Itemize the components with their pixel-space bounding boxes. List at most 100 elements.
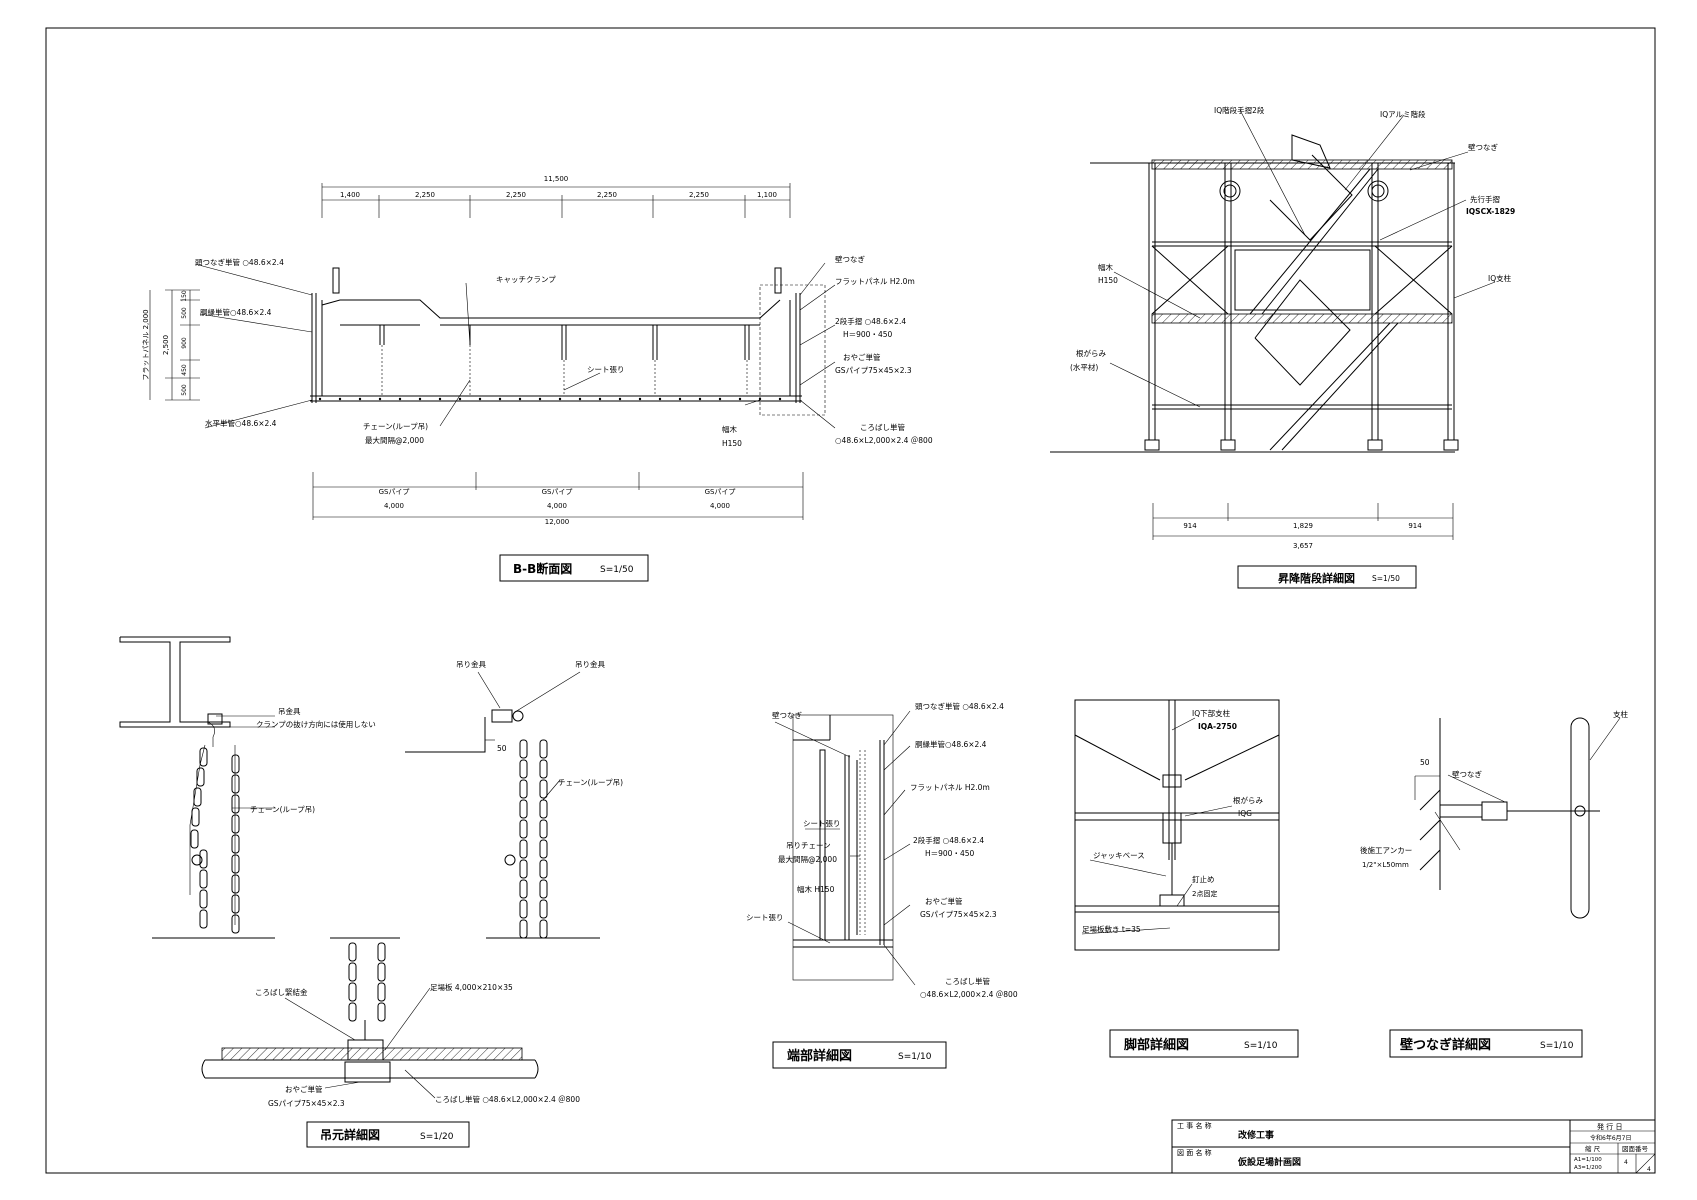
walltie-scale: S=1/10 — [1540, 1041, 1574, 1051]
stair-lbl-toe-board-h: H150 — [1098, 276, 1118, 285]
dim-total: 11,500 — [544, 175, 569, 183]
lbl-waist-pipe: 胴縁単管○48.6×2.4 — [200, 307, 272, 317]
hanger-lbl-joist: ころばし単管 ○48.6×L2,000×2.4 ＠800 — [435, 1094, 580, 1104]
lbl-handrail-h: H＝900・450 — [843, 330, 892, 339]
lbl-main-pipe: おやご単管 — [843, 352, 881, 362]
tb-number: 4 — [1624, 1159, 1628, 1166]
stair-title-box — [1237, 565, 1417, 589]
lbl-top-pipe: 頭つなぎ単管 ○48.6×2.4 — [195, 257, 284, 267]
lbl-toe-board: 幅木 — [722, 424, 737, 434]
dim-2500: 2,500 — [162, 335, 170, 355]
tb-scale2: A3=1/200 — [1574, 1165, 1602, 1171]
foot-lbl-nail-note: 2点固定 — [1192, 889, 1217, 898]
sheet-border — [45, 27, 1656, 1174]
foot-title: 脚部詳細図 — [1124, 1037, 1189, 1053]
hanger-title: 吊元詳細図 — [320, 1127, 380, 1142]
stair-view: IQ階段手摺2段 IQアルミ階段 壁つなぎ 先行手摺 IQSCX-1829 幅木… — [1050, 105, 1515, 589]
walltie-title: 壁つなぎ詳細図 — [1400, 1037, 1491, 1053]
hanger-lbl-chain2: チェーン(ループ吊) — [558, 778, 623, 787]
stair-dim-3: 914 — [1408, 522, 1422, 530]
lbl-wall-tie: 壁つなぎ — [835, 254, 865, 264]
tb-scale-label: 縮 尺 — [1585, 1144, 1601, 1153]
dim-500a: 500 — [181, 307, 188, 319]
foot-lbl-ledger: 根がらみ — [1233, 795, 1263, 805]
end-lbl-toe-board: 幅木 H150 — [797, 884, 835, 894]
tb-project: 改修工事 — [1238, 1129, 1274, 1141]
end-lbl-joist-spec: ○48.6×L2,000×2.4 ＠800 — [920, 990, 1018, 999]
hanger-lbl-chain1: チェーン(ループ吊) — [250, 805, 315, 814]
end-title: 端部詳細図 — [787, 1048, 852, 1064]
hanger-lbl-joist-fitting: ころばし緊結金 — [255, 987, 308, 997]
section-title: B-B断面図 — [513, 561, 572, 576]
stair-lbl-toe-board: 幅木 — [1098, 262, 1114, 272]
stair-dim-1: 914 — [1183, 522, 1197, 530]
dim-3: 2,250 — [506, 191, 526, 199]
dim-gs1: GSパイプ — [379, 488, 410, 496]
walltie-lbl-post: 支柱 — [1613, 709, 1629, 719]
dim-12000: 12,000 — [545, 518, 570, 526]
end-lbl-waist-pipe: 胴縁単管○48.6×2.4 — [915, 739, 987, 749]
dim-4: 2,250 — [597, 191, 617, 199]
hanger-lbl-50: 50 — [497, 744, 507, 753]
end-lbl-handrail-h: H＝900・450 — [925, 849, 974, 858]
end-view: 壁つなぎ 頭つなぎ単管 ○48.6×2.4 胴縁単管○48.6×2.4 フラット… — [746, 701, 1018, 1069]
end-lbl-top-pipe: 頭つなぎ単管 ○48.6×2.4 — [915, 701, 1004, 711]
tb-scale: A1=1/100 — [1574, 1157, 1602, 1163]
section-scale: S=1/50 — [600, 565, 634, 575]
end-lbl-gs-pipe: GSパイプ75×45×2.3 — [920, 910, 997, 919]
lbl-joist-spec: ○48.6×L2,000×2.4 ＠800 — [835, 436, 933, 445]
hanger-lbl-b: 吊り金具 — [575, 659, 605, 669]
tb-project-label: 工 事 名 称 — [1177, 1121, 1212, 1130]
section-view: 11,500 1,400 2,250 2,250 2,250 2,250 1,1… — [142, 175, 933, 582]
end-lbl-hang-chain: 吊りチェーン — [786, 841, 831, 850]
end-lbl-flat-panel: フラットパネル H2.0m — [910, 783, 990, 792]
foot-lbl-ledger-model: IQG — [1238, 809, 1252, 818]
tb-drawing-label: 図 面 名 称 — [1177, 1148, 1212, 1157]
stair-lbl-handrail2: IQ階段手摺2段 — [1214, 105, 1265, 115]
hanger-lbl-main-pipe: おやご単管 — [285, 1084, 323, 1094]
dim-500b: 500 — [181, 384, 188, 396]
foot-lbl-post: IQ下部支柱 — [1192, 708, 1231, 718]
foot-title-box — [1109, 1029, 1299, 1058]
dim-4000b: 4,000 — [547, 502, 567, 510]
foot-lbl-post-model: IQA-2750 — [1198, 722, 1237, 731]
dim-1: 1,400 — [340, 191, 360, 199]
dim-panel: フラットパネル 2,000 — [142, 309, 150, 380]
stair-lbl-post: IQ支柱 — [1488, 273, 1512, 283]
end-lbl-joist: ころばし単管 — [945, 976, 990, 986]
tb-drawing: 仮設足場計画図 — [1237, 1156, 1301, 1168]
tb-issue-date: 令和6年6月7日 — [1590, 1134, 1631, 1142]
end-lbl-wall-tie: 壁つなぎ — [772, 710, 802, 720]
foot-scale: S=1/10 — [1244, 1041, 1278, 1051]
dim-6: 1,100 — [757, 191, 777, 199]
hanger-lbl-hanger: 吊金具 — [278, 706, 301, 716]
lbl-catch-clamp: キャッチクランプ — [496, 275, 556, 284]
walltie-lbl-wall-tie: 壁つなぎ — [1452, 769, 1482, 779]
stair-dim-total: 3,657 — [1293, 542, 1313, 550]
lbl-handrail: 2段手摺 ○48.6×2.4 — [835, 316, 906, 326]
tb-number-label: 図面番号 — [1622, 1145, 1649, 1153]
dim-4000a: 4,000 — [384, 502, 404, 510]
foot-lbl-sole: 足場板敷き t=35 — [1082, 924, 1141, 934]
walltie-lbl-anchor: 後施工アンカー — [1360, 845, 1412, 855]
title-block: 工 事 名 称 改修工事 図 面 名 称 仮設足場計画図 発 行 日 令和6年6… — [1171, 1119, 1656, 1174]
stair-lbl-alum: IQアルミ階段 — [1380, 109, 1426, 119]
stair-lbl-lead-rail-model: IQSCX-1829 — [1466, 207, 1515, 216]
dim-2: 2,250 — [415, 191, 435, 199]
hanger-view: 吊金具 クランプの抜け方向には使用しない チェーン(ループ吊) — [119, 636, 623, 1148]
lbl-joist: ころばし単管 — [860, 422, 905, 432]
hanger-scale: S=1/20 — [420, 1132, 454, 1142]
hanger-lbl-gs-pipe: GSパイプ75×45×2.3 — [268, 1099, 345, 1108]
section-title-box — [499, 554, 649, 582]
hanger-lbl-a: 吊り金具 — [456, 659, 486, 669]
lbl-chain-pitch: 最大間隔@2,000 — [365, 435, 424, 445]
dim-150: 150 — [181, 290, 188, 302]
stair-dim-2: 1,829 — [1293, 522, 1313, 530]
stair-lbl-ledger-note: (水平材) — [1070, 362, 1098, 372]
walltie-title-box — [1389, 1029, 1583, 1058]
lbl-sheet: シート張り — [587, 365, 625, 374]
end-lbl-main-pipe: おやご単管 — [925, 896, 963, 906]
lbl-horizontal-pipe: 水平単管○48.6×2.4 — [205, 418, 277, 428]
dim-5: 2,250 — [689, 191, 709, 199]
